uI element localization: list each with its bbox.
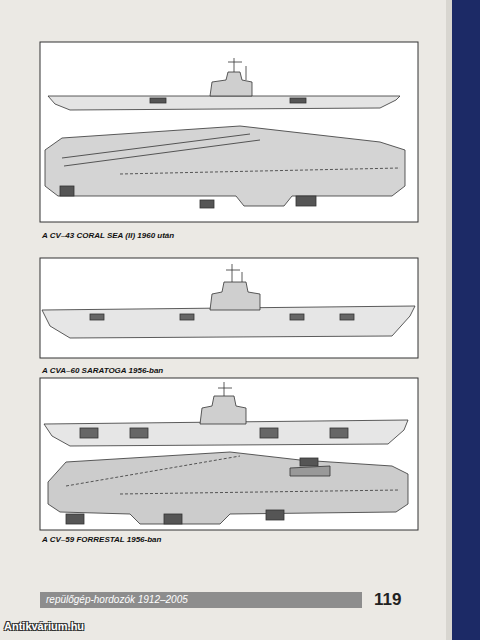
- carrier-side-view: [44, 382, 408, 446]
- figure-caption: A CV–43 CORAL SEA (II) 1960 után: [42, 231, 174, 240]
- drawing-frame: [40, 258, 418, 358]
- carrier-plan-view: [45, 126, 405, 208]
- watermark: Antikvárium.hu: [4, 620, 84, 632]
- page-edge: [446, 0, 452, 640]
- carrier-side-view: [48, 58, 400, 110]
- drawing-frame: [40, 378, 418, 530]
- figure-caption: A CVA–60 SARATOGA 1956-ban: [42, 366, 163, 375]
- drawing-frame: [40, 42, 418, 222]
- carrier-side-view: [42, 264, 415, 338]
- running-footer: repülőgép-hordozók 1912–2005: [46, 594, 188, 605]
- page-number: 119: [374, 590, 401, 610]
- book-cover-edge: [452, 0, 480, 640]
- figure-caption: A CV–59 FORRESTAL 1956-ban: [42, 535, 161, 544]
- carrier-plan-view: [48, 452, 408, 524]
- footer-bar: [40, 592, 362, 608]
